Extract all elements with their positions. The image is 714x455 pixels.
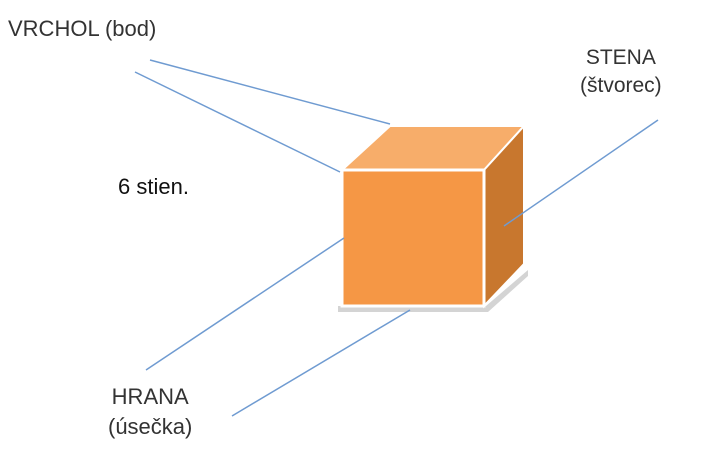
face-label-title: STENA <box>585 46 656 69</box>
face-label-subtitle: (štvorec) <box>580 74 662 98</box>
cube-front-face <box>340 168 486 308</box>
vertex-pointer-top <box>149 59 391 125</box>
cube-shadow <box>338 270 528 312</box>
edge-label-subtitle: (úsečka) <box>108 413 193 439</box>
edge-pointer-left <box>145 237 345 371</box>
face-pointer <box>503 119 659 227</box>
edge-label-title: HRANA <box>111 384 189 409</box>
edge-pointer-bottom <box>231 309 411 417</box>
vertex-label: VRCHOL (bod) <box>8 16 157 41</box>
face-label: STENA (štvorec) <box>580 44 662 101</box>
edge-label: HRANA (úsečka) <box>108 382 192 441</box>
vertex-pointer-front <box>134 71 341 173</box>
text-fragment: 6 stien. <box>118 174 189 199</box>
